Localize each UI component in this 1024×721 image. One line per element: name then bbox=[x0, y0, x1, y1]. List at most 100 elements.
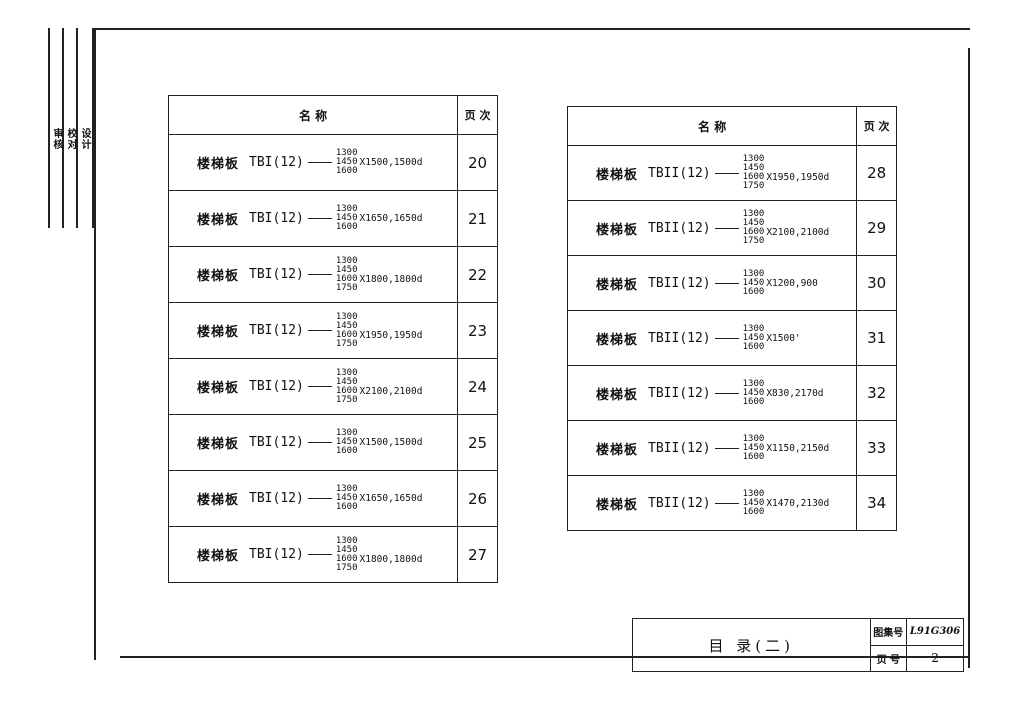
header-page: 页 次 bbox=[856, 106, 897, 146]
height-value: 1600 bbox=[742, 227, 765, 237]
height-value: 1450 bbox=[335, 264, 358, 275]
dimension-value: X2100,2100d bbox=[359, 385, 423, 397]
component-code: TBI(12) bbox=[249, 155, 304, 170]
component-name: 楼梯板 bbox=[197, 325, 240, 340]
height-value: 1600 bbox=[335, 273, 358, 284]
height-value: 1450 bbox=[742, 163, 765, 173]
dash-line bbox=[307, 554, 332, 555]
height-value: 1300 bbox=[742, 209, 765, 219]
height-value: 1300 bbox=[335, 255, 358, 266]
height-value: 1450 bbox=[742, 218, 765, 228]
component-code: TBI(12) bbox=[249, 267, 304, 282]
height-value: 1600 bbox=[742, 506, 765, 517]
component-code: TBI(12) bbox=[249, 211, 304, 226]
page-number-cell: 26 bbox=[457, 470, 498, 527]
height-value: 1600 bbox=[742, 396, 765, 407]
dimension-value: X830,2170d bbox=[766, 387, 824, 399]
height-value: 1600 bbox=[335, 553, 358, 564]
header-name: 名 称 bbox=[566, 106, 858, 146]
height-value: 1450 bbox=[742, 442, 765, 453]
height-value: 1750 bbox=[335, 394, 358, 405]
height-value: 1750 bbox=[742, 181, 765, 191]
height-value: 1300 bbox=[742, 323, 765, 334]
height-value: 1300 bbox=[335, 204, 358, 214]
component-name: 楼梯板 bbox=[197, 381, 240, 396]
height-value: 1600 bbox=[335, 446, 358, 456]
page-number-cell: 28 bbox=[856, 145, 897, 201]
height-value: 1300 bbox=[742, 488, 765, 499]
table-header-row: 名 称 页 次 bbox=[167, 95, 498, 135]
dimension-value: X1800,1800d bbox=[359, 273, 423, 285]
height-value: 1600 bbox=[335, 502, 358, 512]
component-code: TBII(12) bbox=[648, 330, 711, 346]
dash-line bbox=[714, 337, 739, 339]
frame-left-line bbox=[94, 28, 96, 660]
height-value: 1600 bbox=[335, 222, 358, 232]
height-value: 1750 bbox=[335, 562, 358, 573]
component-code: TBII(12) bbox=[648, 385, 711, 401]
height-value: 1600 bbox=[742, 172, 765, 182]
height-value: 1450 bbox=[335, 213, 358, 223]
component-code: TBII(12) bbox=[648, 495, 711, 511]
page-number-cell: 23 bbox=[457, 302, 498, 359]
height-value: 1300 bbox=[335, 367, 358, 378]
height-value: 1450 bbox=[742, 387, 765, 398]
component-code: TBII(12) bbox=[648, 165, 711, 181]
dimension-value: X1950,1950d bbox=[766, 172, 830, 183]
component-name: 楼梯板 bbox=[596, 497, 639, 513]
height-value: 1300 bbox=[742, 433, 765, 444]
component-code: TBI(12) bbox=[249, 491, 304, 506]
height-value: 1600 bbox=[335, 385, 358, 396]
component-code: TBII(12) bbox=[648, 275, 711, 291]
height-value: 1450 bbox=[742, 497, 765, 508]
component-name: 楼梯板 bbox=[197, 157, 240, 172]
component-name: 楼梯板 bbox=[197, 437, 240, 452]
dash-line bbox=[714, 392, 739, 394]
height-value: 1300 bbox=[335, 148, 358, 158]
margin-strip: 审核 校对 设计 bbox=[48, 28, 94, 228]
dimension-value: X1200,900 bbox=[766, 277, 818, 289]
page-number-cell: 34 bbox=[856, 475, 897, 531]
dimension-value: X1650,1650d bbox=[359, 493, 423, 504]
height-value: 1450 bbox=[335, 320, 358, 331]
dash-line bbox=[714, 172, 739, 174]
height-value: 1300 bbox=[742, 268, 765, 279]
dimension-value: X1150,2150d bbox=[766, 442, 830, 454]
component-name: 楼梯板 bbox=[596, 222, 639, 238]
margin-label-3: 设计 bbox=[79, 128, 90, 150]
page-number-cell: 32 bbox=[856, 365, 897, 421]
atlas-number: L91G306 bbox=[906, 618, 964, 646]
dash-line bbox=[307, 442, 332, 443]
page-number-cell: 29 bbox=[856, 200, 897, 256]
dimension-value: X2100,2100d bbox=[766, 227, 830, 238]
page-number-cell: 24 bbox=[457, 358, 498, 415]
header-page: 页 次 bbox=[457, 95, 498, 135]
component-code: TBI(12) bbox=[249, 323, 304, 338]
height-value: 1600 bbox=[742, 286, 765, 297]
height-value: 1450 bbox=[742, 277, 765, 288]
